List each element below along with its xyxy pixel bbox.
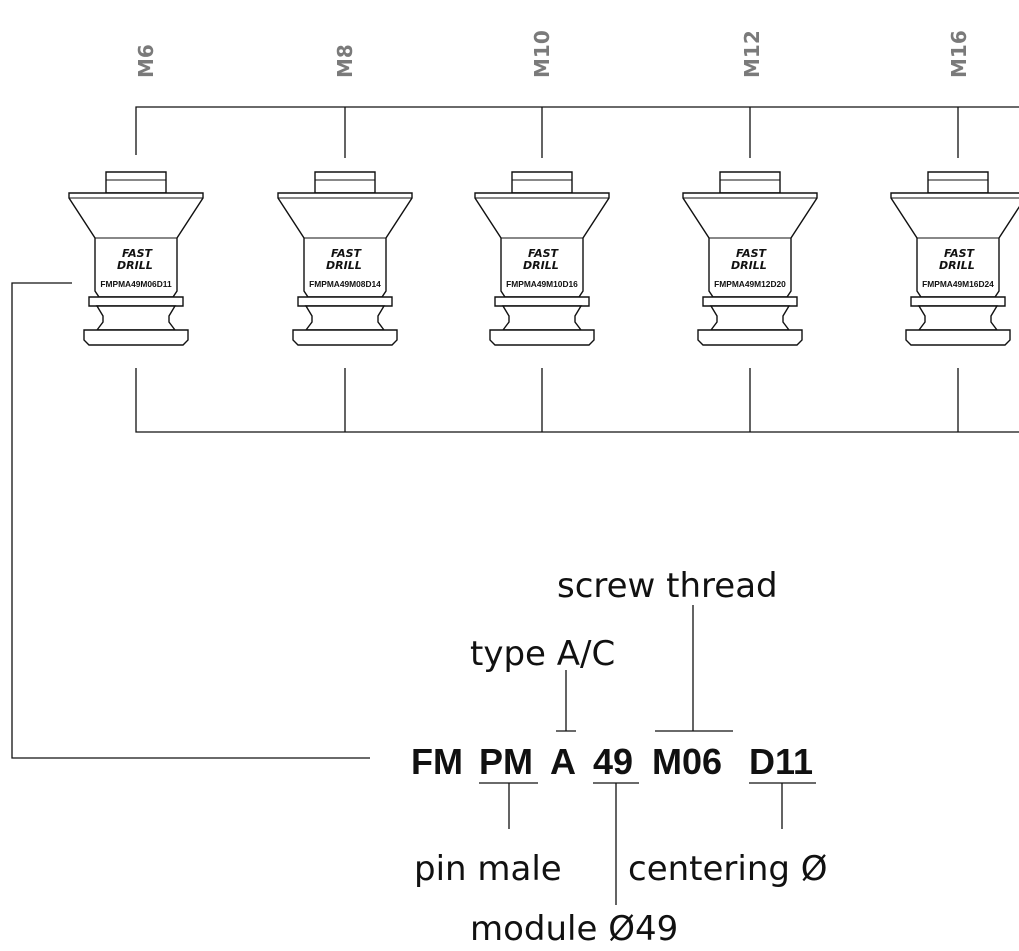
brand-logo-line2: DRILL [117,259,153,272]
brand-logo-line1: FAST [528,247,560,260]
pin-part-m8: FAST DRILL FMPMA49M08D14 [277,171,413,346]
code-segment-series: FM [411,741,463,782]
top-bracket [135,106,1019,158]
code-segment-thread: M06 [652,741,722,782]
model-code-label: FMPMA49M12D20 [714,279,786,289]
leader-line [11,282,370,759]
code-segment-centering: D11 [749,741,813,782]
size-label-m12: M12 [740,30,764,78]
size-label-m6: M6 [134,44,158,78]
pin-part-m12: FAST DRILL FMPMA49M12D20 [682,171,818,346]
pin-part-m10: FAST DRILL FMPMA49M10D16 [474,171,610,346]
brand-logo-line2: DRILL [731,259,767,272]
pin-part-m6: FAST DRILL FMPMA49M06D11 [68,171,204,346]
annotation-module: module Ø49 [470,909,678,949]
code-segment-pin-male: PM [479,741,533,782]
size-label-m16: M16 [947,30,971,78]
brand-logo-line2: DRILL [326,259,362,272]
brand-logo-line2: DRILL [523,259,559,272]
annotations: screw thread type A/C pin male centering… [414,566,828,949]
brand-logo-line1: FAST [736,247,768,260]
code-segment-module: 49 [593,741,633,782]
size-label-m8: M8 [333,44,357,78]
part-code: FM PM A 49 M06 D11 [411,741,816,784]
model-code-label: FMPMA49M06D11 [100,279,172,289]
bottom-bracket [135,368,1019,433]
pin-part-m16: FAST DRILL FMPMA49M16D24 [890,171,1019,346]
brand-logo-line1: FAST [944,247,976,260]
annotation-centering: centering Ø [628,849,828,889]
code-segment-type: A [550,741,576,782]
brand-logo-line1: FAST [122,247,154,260]
model-code-label: FMPMA49M10D16 [506,279,578,289]
size-labels: M6 M8 M10 M12 M16 [134,30,971,78]
model-code-label: FMPMA49M08D14 [309,279,381,289]
annotation-screw-thread: screw thread [557,566,778,606]
annotation-type: type A/C [470,634,615,674]
annotation-pin-male: pin male [414,849,562,889]
size-label-m10: M10 [530,30,554,78]
brand-logo-line2: DRILL [939,259,975,272]
brand-logo-line1: FAST [331,247,363,260]
model-code-label: FMPMA49M16D24 [922,279,994,289]
